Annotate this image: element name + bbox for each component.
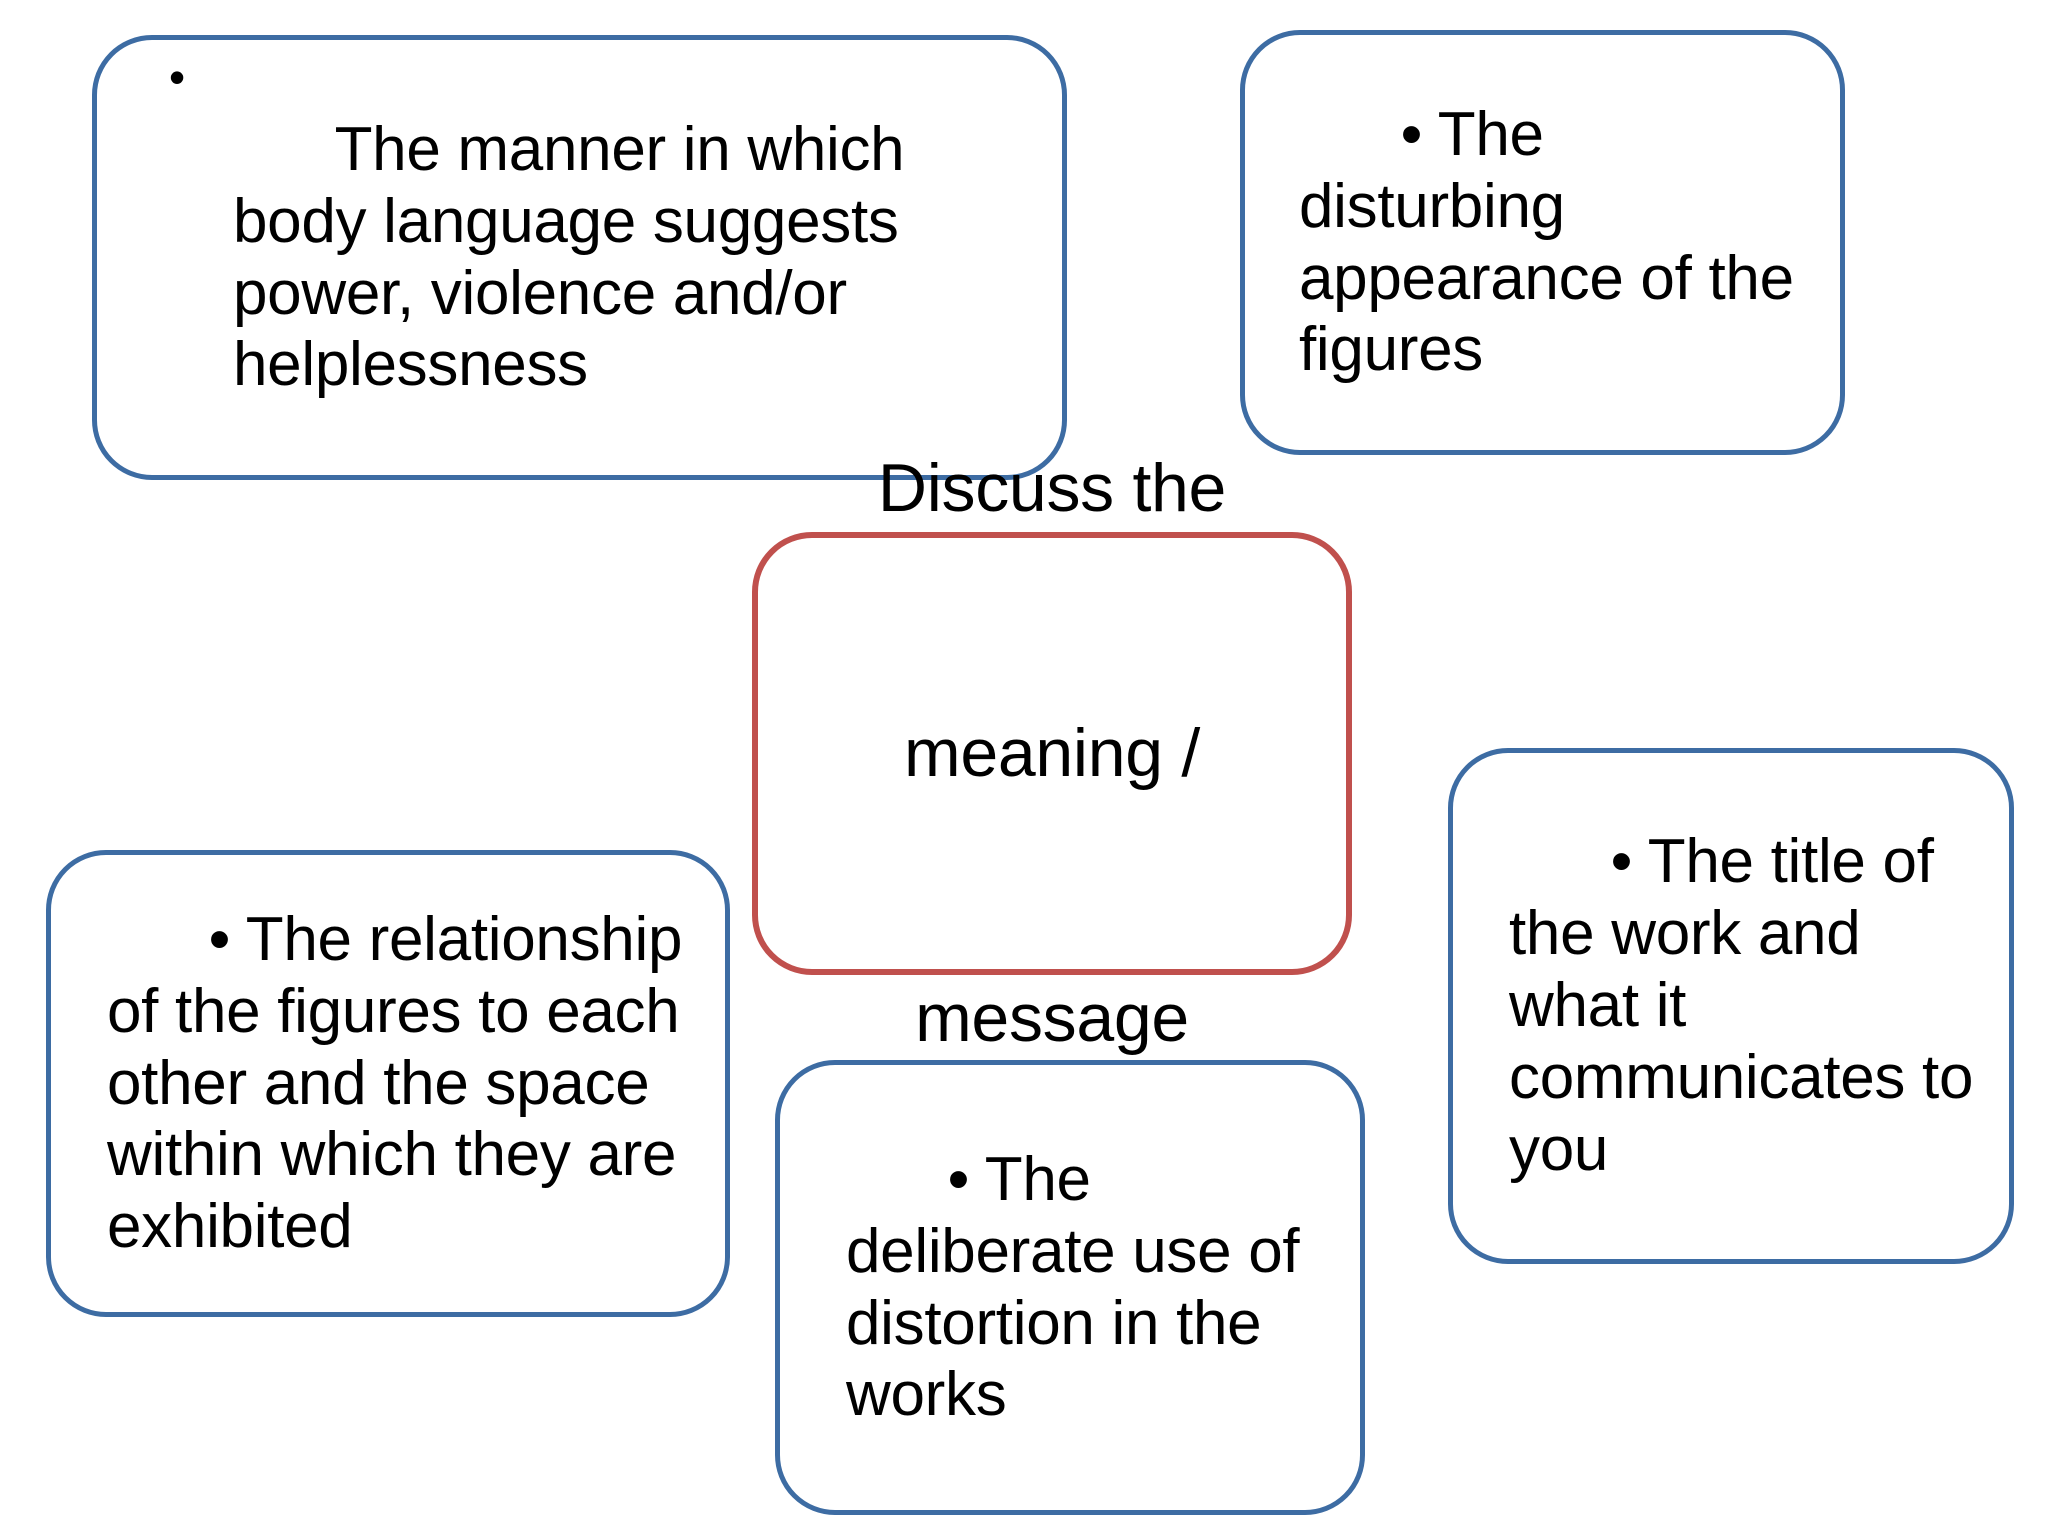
bullet-icon: • [1610, 827, 1633, 897]
node-deliberate-distortion[interactable]: • The deliberate use of distortion in th… [775, 1060, 1365, 1515]
node-discuss-the-meaning-message[interactable]: Discuss the meaning / message [752, 450, 1352, 1056]
center-node-line-1: Discuss the [877, 450, 1227, 527]
bullet-icon: • [1400, 99, 1423, 169]
node-deliberate-distortion-label: The deliberate use of distortion in the … [846, 1144, 1317, 1430]
node-relationship-of-figures-text-wrap: • The relationship of the figures to eac… [107, 832, 699, 1335]
node-title-of-the-work-text-wrap: • The title of the work and what it comm… [1509, 754, 1985, 1257]
center-node-line-2: meaning / [904, 715, 1200, 792]
node-title-of-the-work[interactable]: • The title of the work and what it comm… [1448, 748, 2014, 1264]
node-body-language-label: The manner in which body language sugges… [233, 114, 922, 400]
bullet-icon: • [947, 1144, 970, 1214]
node-body-language[interactable]: • The manner in which body language sugge… [92, 35, 1067, 480]
bullet-icon: • [208, 904, 231, 974]
node-deliberate-distortion-text-wrap: • The deliberate use of distortion in th… [846, 1072, 1334, 1503]
bullet-icon: • [169, 50, 185, 103]
node-title-of-the-work-label: The title of the work and what it commun… [1509, 827, 1991, 1184]
node-body-language-text-wrap: • The manner in which body language sugge… [97, 42, 1062, 473]
node-disturbing-appearance-label: The disturbing appearance of the figures [1299, 99, 1811, 385]
node-relationship-of-figures[interactable]: • The relationship of the figures to eac… [46, 850, 730, 1317]
center-node-text-wrap: Discuss the meaning / message [758, 267, 1346, 1239]
node-disturbing-appearance[interactable]: • The disturbing appearance of the figur… [1240, 30, 1845, 455]
center-node-line-3: message [915, 980, 1189, 1057]
node-disturbing-appearance-text-wrap: • The disturbing appearance of the figur… [1299, 27, 1804, 458]
node-relationship-of-figures-label: The relationship of the figures to each … [107, 904, 700, 1262]
